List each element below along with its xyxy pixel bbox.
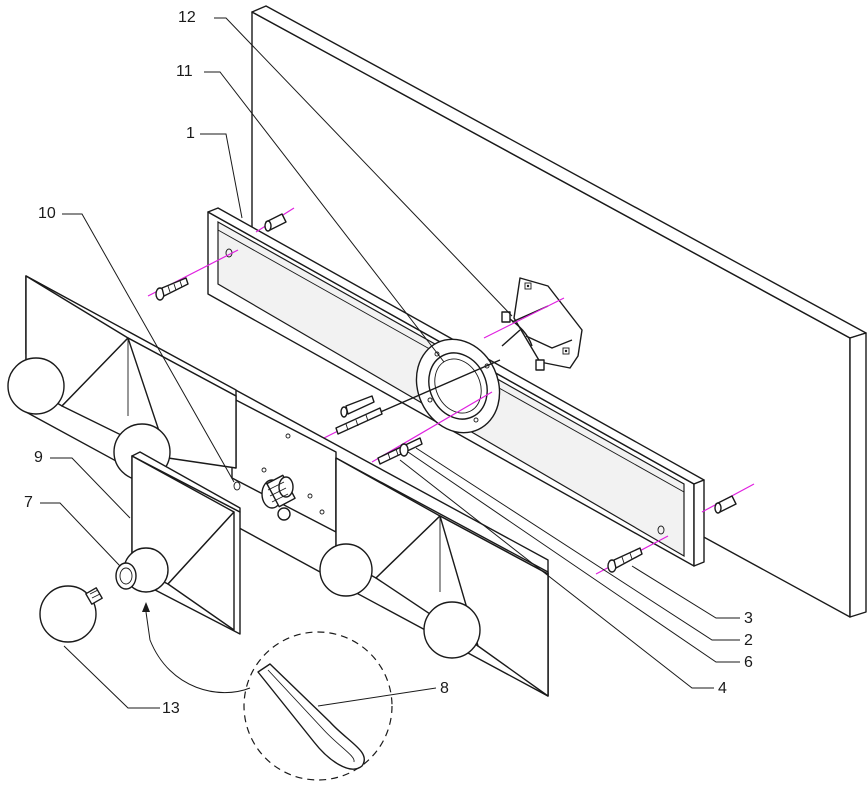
callout-labels: 12 11 1 10 9 7 13 8 3 2 6 4 (24, 9, 753, 717)
callout-6: 6 (744, 654, 753, 671)
callout-8: 8 (440, 680, 449, 697)
callout-4: 4 (718, 680, 727, 697)
wire-connectors (501, 305, 573, 371)
callout-2: 2 (744, 632, 753, 649)
detail-view-wrench (142, 602, 393, 781)
light-bulb (39, 585, 103, 643)
screws-and-anchors (155, 213, 737, 573)
callout-1: 1 (186, 125, 195, 142)
shade-right-pair (319, 457, 549, 697)
shade-left-pair (7, 275, 237, 481)
callout-12: 10 (38, 205, 56, 222)
shade-ring (115, 562, 137, 590)
callout-9: 9 (34, 449, 43, 466)
loose-shade (123, 451, 241, 635)
crossbar-ring (361, 338, 501, 434)
callout-10: 11 (176, 63, 193, 80)
callout-13: 13 (162, 700, 180, 717)
callout-3: 3 (744, 610, 753, 627)
callout-7: 7 (24, 494, 33, 511)
callout-11: 12 (178, 9, 196, 26)
leader-lines (40, 17, 740, 709)
